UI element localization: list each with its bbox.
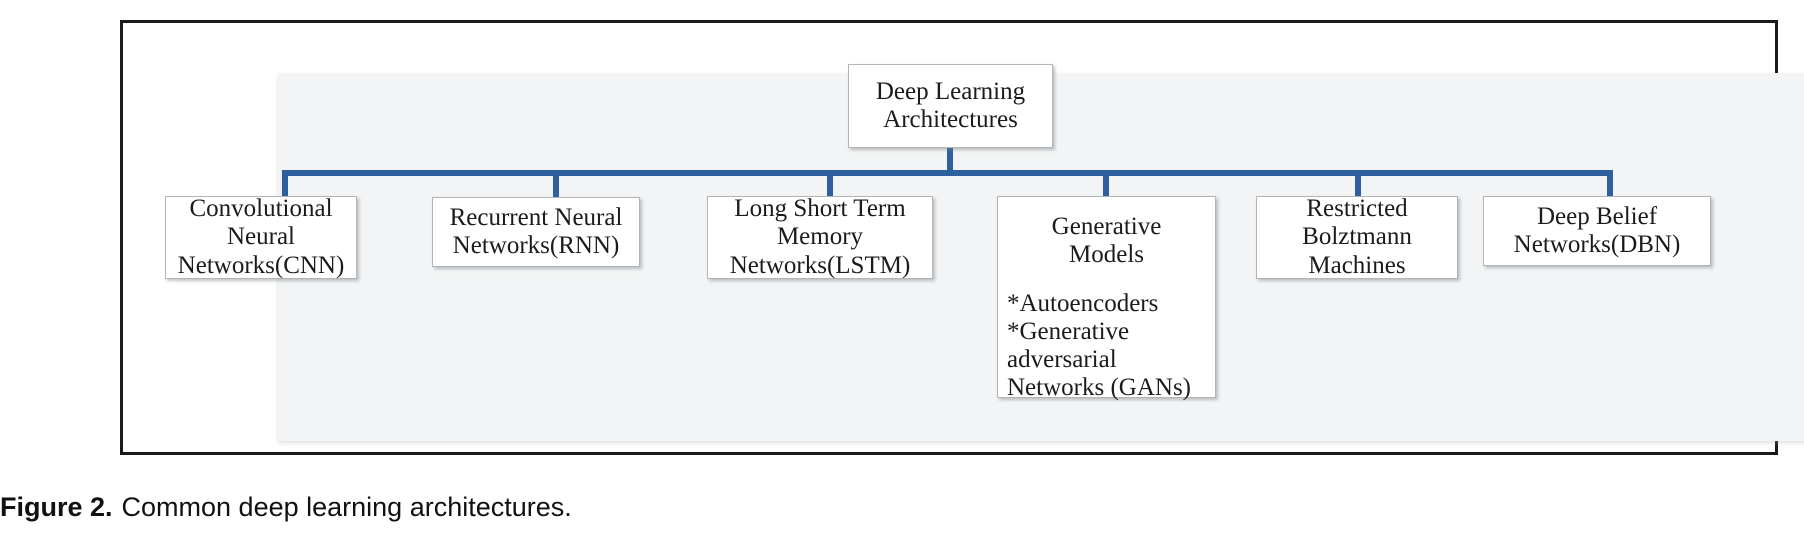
- node-rbm-line-2: Bolztmann: [1302, 223, 1412, 251]
- node-lstm-line-3: Networks(LSTM): [729, 251, 911, 279]
- node-root-line-2: Architectures: [883, 106, 1018, 133]
- node-cnn-line-1: Convolutional: [189, 195, 333, 223]
- sublist-item-generative: *Generative: [1007, 317, 1130, 345]
- node-lstm-line-1: Long Short Term: [734, 195, 906, 223]
- node-generative-models-sublist: *Autoencoders *Generative adversarial Ne…: [998, 290, 1215, 403]
- node-restricted-boltzmann-machines[interactable]: Restricted Bolztmann Machines: [1256, 195, 1458, 279]
- figure-caption-label: Figure 2.: [0, 492, 113, 522]
- node-lstm[interactable]: Long Short Term Memory Networks(LSTM): [707, 195, 933, 279]
- sublist-item-autoencoders: *Autoencoders: [1007, 289, 1159, 317]
- node-dbn-line-2: Networks(DBN): [1513, 231, 1681, 258]
- node-root-line-1: Deep Learning: [875, 77, 1026, 105]
- node-rbm-line-3: Machines: [1308, 251, 1406, 279]
- node-cnn[interactable]: Convolutional Neural Networks(CNN): [165, 195, 357, 279]
- node-cnn-line-3: Networks(CNN): [177, 251, 345, 279]
- node-lstm-line-2: Memory: [776, 223, 864, 251]
- node-generative-models-line-2: Models: [1069, 241, 1144, 269]
- sublist-item-gans: Networks (GANs): [1007, 374, 1191, 402]
- figure-caption-text: Common deep learning architectures.: [121, 492, 572, 522]
- node-rnn-line-2: Networks(RNN): [452, 232, 620, 259]
- node-generative-models[interactable]: Generative Models *Autoencoders *Generat…: [997, 196, 1216, 401]
- sublist-item-adversarial: adversarial: [1007, 346, 1117, 373]
- node-dbn[interactable]: Deep Belief Networks(DBN): [1483, 196, 1711, 266]
- node-generative-models-line-1: Generative: [1051, 213, 1162, 240]
- node-deep-learning-architectures[interactable]: Deep Learning Architectures: [848, 64, 1053, 148]
- node-cnn-line-2: Neural: [226, 223, 296, 251]
- node-rnn-line-1: Recurrent Neural: [449, 203, 623, 231]
- node-rbm-line-1: Restricted: [1306, 195, 1408, 223]
- figure-caption: Figure 2. Common deep learning architectu…: [0, 492, 1804, 523]
- node-rnn[interactable]: Recurrent Neural Networks(RNN): [432, 197, 640, 267]
- node-dbn-line-1: Deep Belief: [1536, 202, 1658, 230]
